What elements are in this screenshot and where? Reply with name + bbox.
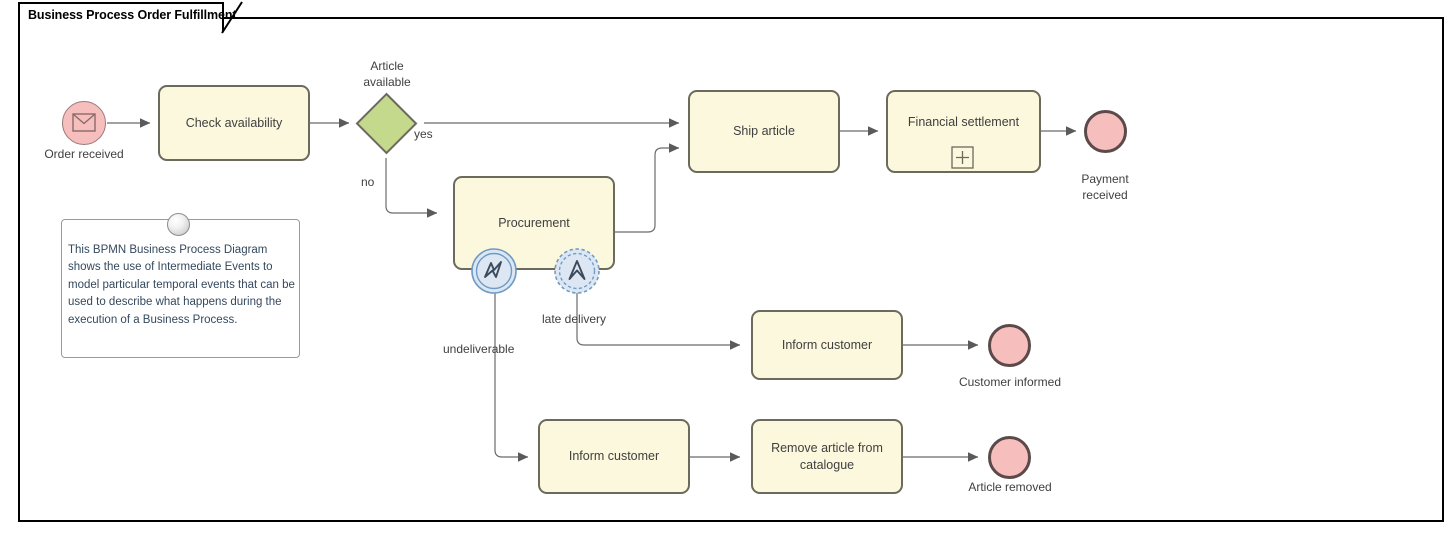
gateway-label: Article available — [363, 59, 411, 89]
boundary-label-undeliverable: undeliverable — [443, 342, 515, 356]
sphere-handle-icon[interactable] — [167, 213, 190, 236]
task-ship-article[interactable]: Ship article — [688, 90, 840, 173]
envelope-message-icon — [72, 113, 96, 132]
end-event-label: Customer informed — [958, 375, 1062, 389]
task-check-availability[interactable]: Check availability — [158, 85, 310, 161]
collapsed-subprocess-plus-icon[interactable] — [951, 146, 974, 169]
page-title: Business Process Order Fulfillment — [28, 8, 237, 22]
end-event-label: Article removed — [968, 480, 1052, 494]
task-procurement[interactable]: Procurement — [453, 176, 615, 270]
end-event-article-removed[interactable] — [988, 436, 1031, 479]
task-remove-article-from-catalogue[interactable]: Remove article from catalogue — [751, 419, 903, 494]
task-label: Procurement — [498, 215, 570, 230]
end-event-label: Payment received — [1081, 172, 1129, 202]
flow-label-no: no — [361, 175, 375, 189]
flow-label-yes: yes — [414, 127, 433, 141]
task-label: Inform customer — [568, 449, 660, 464]
task-inform-customer-undeliverable[interactable]: Inform customer — [538, 419, 690, 494]
task-label: Check availability — [185, 115, 283, 130]
text-annotation-content: This BPMN Business Process Diagram shows… — [68, 244, 295, 326]
task-inform-customer-late[interactable]: Inform customer — [751, 310, 903, 380]
pool-title-tab-slant-icon — [221, 1, 243, 34]
end-event-payment-received[interactable] — [1084, 110, 1127, 153]
end-event-customer-informed[interactable] — [988, 324, 1031, 367]
text-annotation-box[interactable] — [61, 219, 300, 358]
boundary-event-late-delivery[interactable] — [553, 247, 601, 295]
start-event-label: Order received — [44, 147, 124, 161]
task-label: Financial settlement — [907, 115, 1020, 130]
task-financial-settlement[interactable]: Financial settlement — [886, 90, 1041, 173]
task-label: Remove article from catalogue — [771, 440, 883, 472]
exclusive-gateway-article-available[interactable] — [355, 92, 418, 155]
boundary-event-undeliverable[interactable] — [470, 247, 518, 295]
boundary-label-late-delivery: late delivery — [542, 312, 607, 326]
task-label: Ship article — [733, 124, 795, 139]
pool-title-tab[interactable] — [18, 2, 224, 31]
task-label: Inform customer — [781, 337, 873, 352]
